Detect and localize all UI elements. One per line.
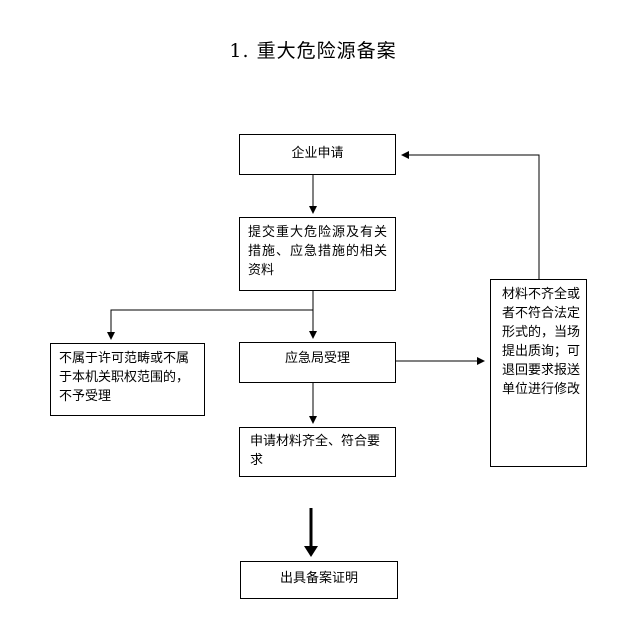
node-not-accepted-label: 不属于许可范畴或不属于本机关职权范围的，不予受理 bbox=[59, 351, 190, 404]
arrow-incomplete-to-apply bbox=[401, 151, 540, 279]
node-enterprise-apply: 企业申请 bbox=[239, 134, 396, 175]
arrow-complete-to-certificate-head bbox=[304, 546, 318, 557]
node-issue-certificate: 出具备案证明 bbox=[240, 561, 398, 599]
node-materials-complete-label: 申请材料齐全、符合要求 bbox=[250, 434, 381, 468]
arrow-submit-to-reject bbox=[107, 309, 313, 340]
node-materials-incomplete-label: 材料不齐全或者不符合法定形式的，当场提出质询；可退回要求报送单位进行修改 bbox=[502, 287, 581, 397]
node-bureau-accept-label: 应急局受理 bbox=[284, 351, 350, 366]
node-bureau-accept: 应急局受理 bbox=[239, 342, 396, 383]
node-submit-materials: 提交重大危险源及有关措施、应急措施的相关资料 bbox=[239, 217, 396, 291]
node-enterprise-apply-label: 企业申请 bbox=[291, 146, 344, 161]
node-materials-incomplete: 材料不齐全或者不符合法定形式的，当场提出质询；可退回要求报送单位进行修改 bbox=[490, 279, 587, 467]
node-submit-materials-label: 提交重大危险源及有关措施、应急措施的相关资料 bbox=[248, 225, 387, 278]
node-issue-certificate-label: 出具备案证明 bbox=[279, 571, 358, 586]
node-materials-complete: 申请材料齐全、符合要求 bbox=[239, 427, 396, 477]
node-not-accepted: 不属于许可范畴或不属于本机关职权范围的，不予受理 bbox=[50, 343, 205, 416]
page-title: 1. 重大危险源备案 bbox=[229, 40, 397, 62]
